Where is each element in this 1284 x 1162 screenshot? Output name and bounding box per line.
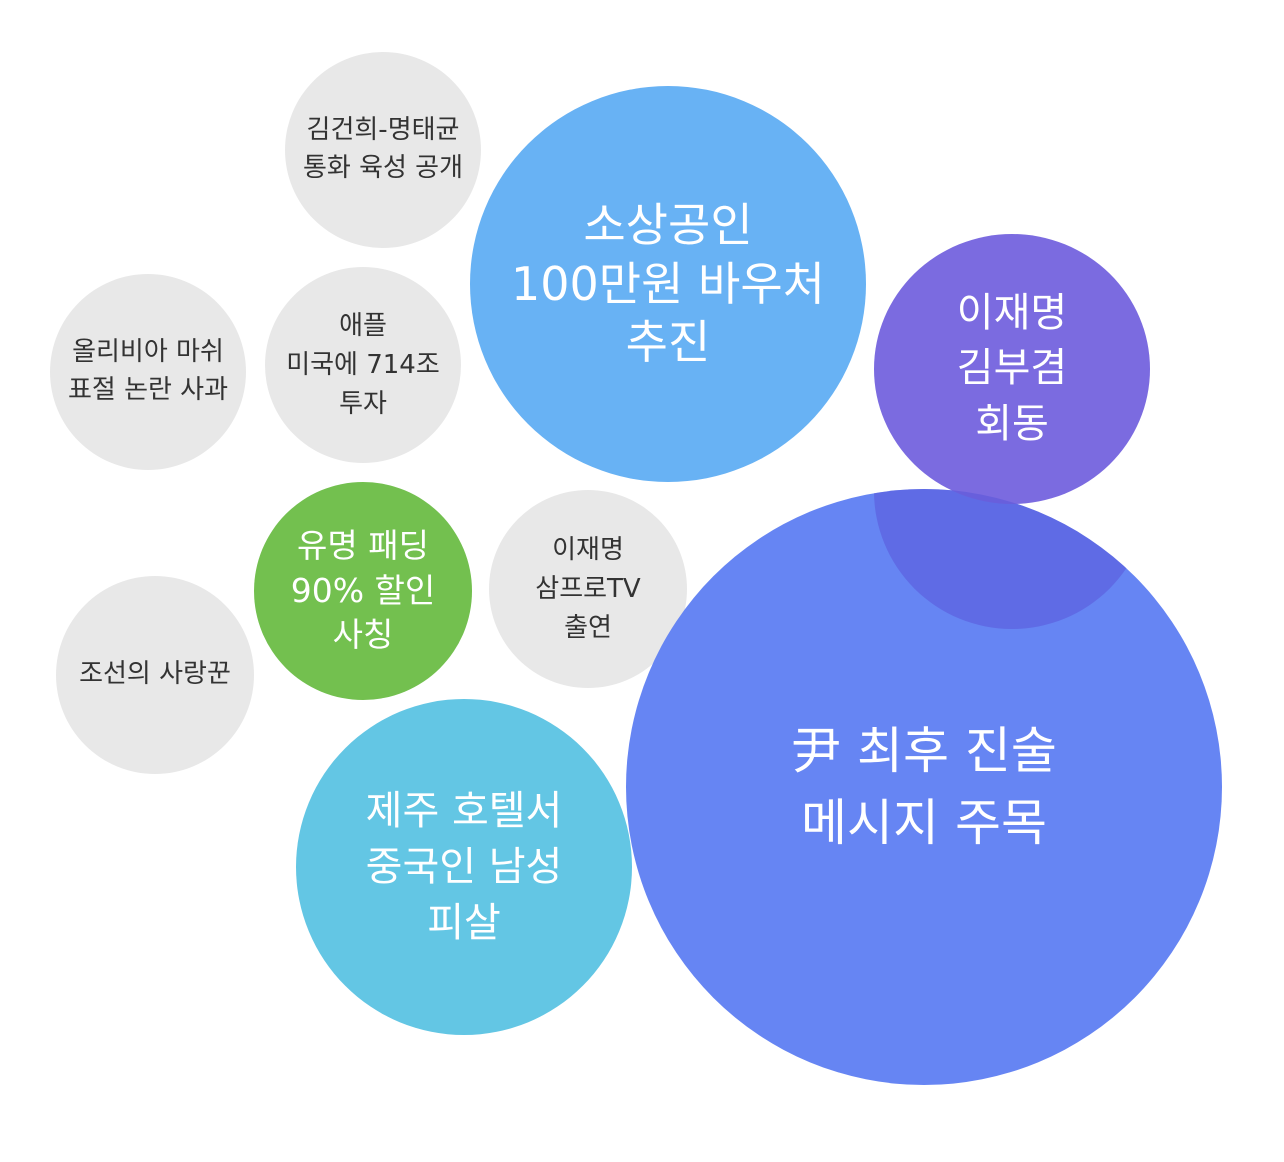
bubble-label-line: 김건희-명태균 [306, 115, 460, 146]
bubble-label-line: 회동 [975, 400, 1049, 447]
bubble-label-line: 투자 [339, 388, 387, 419]
bubble-label-line: 김부겸 [956, 345, 1068, 392]
bubble-label-line: 尹 최후 진술 [791, 721, 1057, 780]
bubble-label-line: 출연 [564, 612, 612, 643]
bubble-sosang[interactable]: 소상공인 100만원 바우처 추진 [470, 86, 866, 482]
bubble-olivia[interactable]: 올리비아 마쉬 표절 논란 사과 [50, 274, 246, 470]
bubble-label-line: 유명 패딩 [297, 526, 429, 566]
bubble-label-line: 조선의 사랑꾼 [79, 659, 231, 690]
bubble-label-line: 이재명 [956, 290, 1068, 337]
bubble-label-line: 90% 할인 [290, 570, 436, 610]
bubble-label-line: 표절 논란 사과 [67, 375, 229, 405]
bubble-lee-kim[interactable]: 이재명 김부겸 회동 [874, 234, 1150, 504]
bubble-label-line: 삼프로TV [535, 573, 641, 604]
bubble-label-line: 애플 [339, 310, 387, 341]
bubble-padding[interactable]: 유명 패딩 90% 할인 사칭 [254, 482, 472, 700]
bubble-label-line: 제주 호텔서 [365, 788, 563, 834]
bubble-yoon[interactable]: 尹 최후 진술 메시지 주목 [626, 489, 1222, 1085]
bubble-apple[interactable]: 애플 미국에 714조 투자 [265, 267, 461, 463]
bubble-sampro[interactable]: 이재명 삼프로TV 출연 [489, 490, 687, 688]
bubble-label-line: 미국에 714조 [286, 349, 440, 380]
bubble-joseon[interactable]: 조선의 사랑꾼 [56, 576, 254, 774]
bubble-kim-myung[interactable]: 김건희-명태균 통화 육성 공개 [285, 52, 481, 248]
bubble-label-line: 올리비아 마쉬 [72, 337, 224, 368]
bubble-label-line: 이재명 [552, 534, 624, 565]
bubble-label-line: 소상공인 [583, 197, 753, 252]
bubble-label-line: 100만원 바우처 [510, 256, 826, 311]
bubble-label-line: 추진 [625, 315, 711, 370]
bubble-label-line: 사칭 [332, 615, 394, 655]
bubble-jeju[interactable]: 제주 호텔서 중국인 남성 피살 [296, 699, 632, 1035]
bubble-label-line: 통화 육성 공개 [302, 153, 464, 183]
bubble-label-line: 메시지 주목 [801, 794, 1047, 852]
bubble-label-line: 피살 [427, 900, 501, 946]
bubble-label-line: 중국인 남성 [365, 844, 563, 890]
